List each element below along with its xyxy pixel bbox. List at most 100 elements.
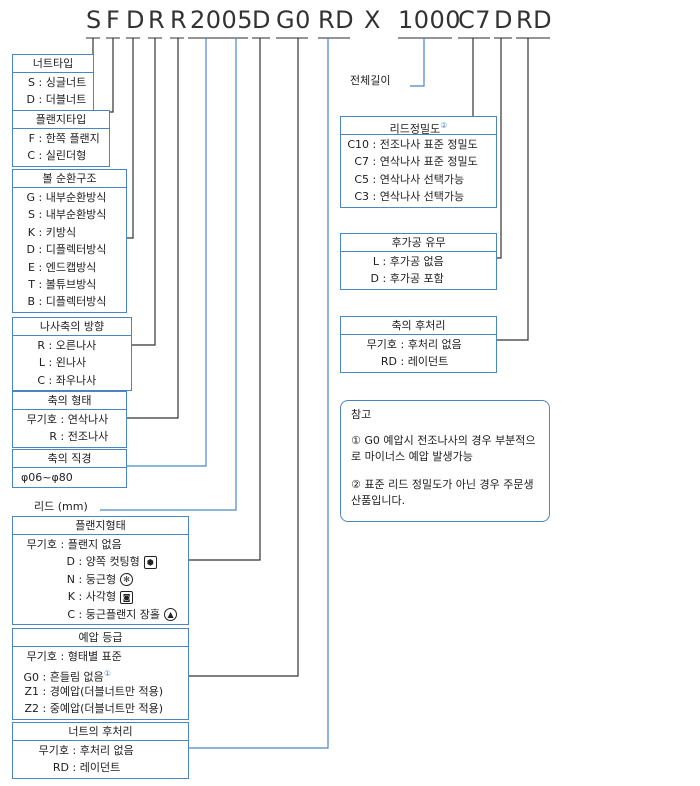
row-value: 디플렉터방식 <box>45 295 107 309</box>
note-mark-1: ① <box>103 669 111 679</box>
row-value: 중예압(더블너트만 적용) <box>49 702 163 716</box>
row-value: 좌우나사 <box>55 373 97 387</box>
row-value: 후가공 없음 <box>389 255 444 268</box>
row-value: φ06~φ80 <box>21 471 73 484</box>
box-title-text: 리드정밀도 <box>389 122 441 136</box>
row-value: 연삭나사 선택가능 <box>379 190 465 204</box>
box-flange-type: 플랜지타입 F : 한쪽 플랜지 C : 실린더형 <box>12 110 110 167</box>
row-value: 디플렉터방식 <box>45 243 107 257</box>
row-key: E <box>28 260 35 274</box>
row-value: 경예압(더블너트만 적용) <box>49 684 163 698</box>
note-item-1: ① G0 예압시 전조나사의 경우 부분적으로 마이너스 예압 발생가능 <box>351 434 536 463</box>
box-title: 플랜지형태 <box>13 517 188 535</box>
row-key: C <box>37 373 45 387</box>
code-char-d: D <box>126 6 145 34</box>
code-char-d3: D <box>494 6 513 34</box>
row-value: 더블너트 <box>45 93 87 107</box>
box-shaft-diameter: 축의 직경 φ06~φ80 <box>12 449 127 489</box>
row-value: 키방식 <box>45 225 77 239</box>
box-preload-grade: 예압 등급 무기호 : 형태별 표준 G0 : 흔들림 없음① Z1 : 경예압… <box>12 628 189 720</box>
row-value: 흔들림 없음 <box>49 671 104 685</box>
row-key: S <box>28 76 35 89</box>
reference-note: 참고 ① G0 예압시 전조나사의 경우 부분적으로 마이너스 예압 발생가능 … <box>340 400 550 522</box>
box-nut-post-treatment: 너트의 후처리 무기호 : 후처리 없음 RD : 레이던트 <box>12 722 189 779</box>
row-value: 오른나사 <box>55 339 97 352</box>
row-key: D <box>370 272 379 286</box>
row-value: 연삭나사 선택가능 <box>379 172 465 186</box>
row-key: 무기호 <box>38 744 69 757</box>
row-value: 연삭나사 표준 정밀도 <box>379 155 478 169</box>
code-char-r: R <box>148 6 166 34</box>
row-value: 레이던트 <box>407 355 449 369</box>
box-title: 플랜지타입 <box>13 111 109 129</box>
lead-label: 리드 (mm) <box>34 500 88 513</box>
row-key: D <box>26 243 35 257</box>
box-post-machining: 후가공 유무 L : 후가공 없음 D : 후가공 포함 <box>340 233 497 290</box>
row-key: K <box>27 225 35 239</box>
row-key: Z2 <box>24 702 39 716</box>
code-char-f: F <box>106 6 121 34</box>
row-key: N <box>66 572 75 586</box>
row-key: C3 <box>354 190 369 204</box>
slot-flange-icon: ▲ <box>164 608 178 622</box>
round-flange-icon: ✻ <box>120 573 134 587</box>
row-key: G0 <box>23 671 39 685</box>
row-value: 실린더형 <box>45 149 87 163</box>
row-value: 싱글너트 <box>45 76 87 89</box>
row-key: 무기호 <box>366 338 397 351</box>
row-value: 플랜지 없음 <box>67 538 122 551</box>
box-title: 축의 형태 <box>13 392 126 410</box>
code-shaft-post: RD <box>516 6 553 34</box>
row-value: 한쪽 플랜지 <box>45 132 100 145</box>
row-key: RD <box>52 761 69 775</box>
square-flange-icon: ◙ <box>120 590 134 604</box>
box-flange-shape: 플랜지형태 무기호 : 플랜지 없음 D : 양쪽 컷팅형⬢ N : 둥근형✻ … <box>12 516 189 625</box>
box-title: 축의 후처리 <box>341 317 496 335</box>
code-lead: 2005 <box>190 6 254 34</box>
row-key: 무기호 <box>26 650 57 663</box>
box-shaft-post-treatment: 축의 후처리 무기호 : 후처리 없음 RD : 레이던트 <box>340 316 497 373</box>
code-char-s: S <box>86 6 102 34</box>
note-mark-2: ② <box>440 121 448 130</box>
row-key: Z1 <box>24 684 39 698</box>
row-key: C7 <box>354 155 369 169</box>
box-shaft-form: 축의 형태 무기호 : 연삭나사 R : 전조나사 <box>12 391 127 448</box>
note-title: 참고 <box>351 408 372 421</box>
row-value: 둥근형 <box>85 572 117 586</box>
row-value: 엔드캡방식 <box>45 260 97 274</box>
row-value: 형태별 표준 <box>67 650 122 663</box>
row-key: C10 <box>347 138 369 151</box>
row-key: F <box>28 132 35 145</box>
box-title: 볼 순환구조 <box>13 170 126 188</box>
code-char-r2: R <box>170 6 188 34</box>
box-lead-accuracy: 리드정밀도② C10 : 전조나사 표준 정밀도 C7 : 연삭나사 표준 정밀… <box>340 116 497 208</box>
row-key: T <box>28 277 35 291</box>
box-title: 축의 직경 <box>13 450 126 468</box>
code-nut-post: RD <box>318 6 355 34</box>
row-key: K <box>67 590 75 604</box>
box-title: 리드정밀도② <box>341 117 496 136</box>
row-key: C5 <box>354 172 369 186</box>
row-key: D <box>26 93 35 107</box>
box-title: 너트의 후처리 <box>13 723 188 741</box>
row-value: 레이던트 <box>79 761 121 775</box>
hex-cut-icon: ⬢ <box>143 555 157 569</box>
row-value: 후처리 없음 <box>407 338 462 351</box>
box-title: 나사축의 방향 <box>13 318 131 336</box>
row-value: 내부순환방식 <box>45 191 107 204</box>
row-value: 후처리 없음 <box>79 744 134 757</box>
row-value: 사각형 <box>85 590 117 604</box>
box-thread-direction: 나사축의 방향 R : 오른나사 L : 왼나사 C : 좌우나사 <box>12 317 132 392</box>
code-length: 1000 <box>398 6 462 34</box>
row-key: C <box>27 149 35 163</box>
row-key: 무기호 <box>26 538 57 551</box>
row-value: 후가공 포함 <box>389 272 444 286</box>
box-ball-circulation: 볼 순환구조 G : 내부순환방식 S : 내부순환방식 K : 키방식 D :… <box>12 169 127 313</box>
row-value: 연삭나사 <box>67 413 109 426</box>
row-value: 내부순환방식 <box>45 208 107 222</box>
row-key: D <box>66 555 75 569</box>
code-accuracy: C7 <box>458 6 492 34</box>
box-title: 후가공 유무 <box>341 234 496 252</box>
row-key: 무기호 <box>26 413 57 426</box>
